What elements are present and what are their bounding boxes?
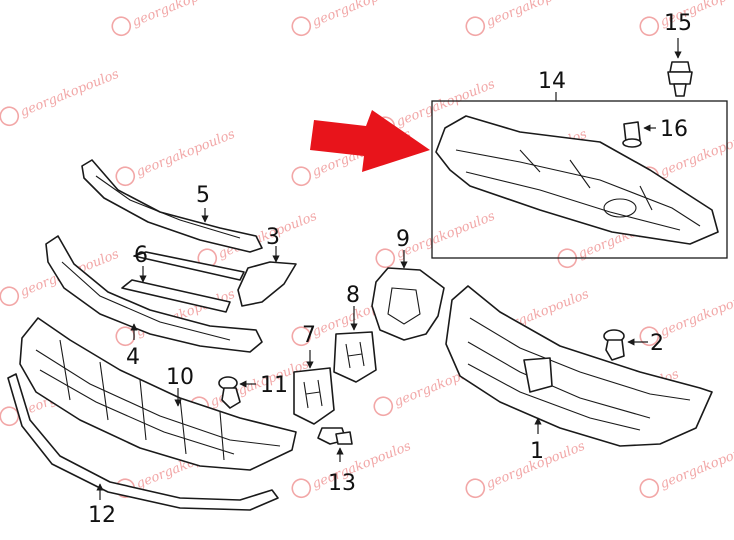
watermark: georgakopoulos <box>465 0 587 37</box>
watermark-logo-icon <box>115 166 136 187</box>
watermark-logo-icon <box>639 478 660 499</box>
watermark-text: georgakopoulos <box>658 287 734 340</box>
part-12-strip[interactable] <box>7 373 279 511</box>
watermark-logo-icon <box>291 16 312 37</box>
part-13-screw[interactable] <box>317 427 353 445</box>
watermark-logo-icon <box>0 286 20 307</box>
part-7-emblem[interactable] <box>293 367 335 425</box>
callout-14: 14 <box>538 69 566 94</box>
watermark-logo-icon <box>639 16 660 37</box>
watermark-text: georgakopoulos <box>310 439 413 492</box>
watermark-logo-icon <box>465 478 486 499</box>
callout-9: 9 <box>396 227 410 252</box>
callout-labels: 1 2 3 4 5 6 7 8 9 10 11 12 13 14 15 16 <box>88 11 692 528</box>
watermark-logo-icon <box>291 166 312 187</box>
watermark-logo-icon <box>0 106 20 127</box>
watermark: georgakopoulos <box>0 67 121 127</box>
watermark-text: georgakopoulos <box>18 67 121 120</box>
watermark: georgakopoulos <box>291 0 413 37</box>
watermark-logo-icon <box>557 248 578 269</box>
watermark-logo-icon <box>111 16 132 37</box>
part-1-grille-frame[interactable] <box>445 285 713 447</box>
watermark-text: georgakopoulos <box>658 439 734 492</box>
callout-6: 6 <box>134 243 148 268</box>
part-15-clip[interactable] <box>667 61 693 97</box>
callout-7: 7 <box>302 323 316 348</box>
watermark: georgakopoulos <box>115 127 237 187</box>
watermark-logo-icon <box>291 478 312 499</box>
watermark-text: georgakopoulos <box>134 127 237 180</box>
part-8-emblem[interactable] <box>333 331 377 383</box>
callout-8: 8 <box>346 283 360 308</box>
watermark-logo-icon <box>375 248 396 269</box>
callout-15: 15 <box>664 11 692 36</box>
callout-1: 1 <box>530 439 544 464</box>
watermark-logo-icon <box>291 326 312 347</box>
callout-10: 10 <box>166 365 194 390</box>
watermark-text: georgakopoulos <box>130 0 233 30</box>
part-9-emblem-base[interactable] <box>371 267 445 341</box>
part-3-trim[interactable] <box>237 261 297 307</box>
part-14-undercover[interactable] <box>435 115 719 245</box>
part-5-molding[interactable] <box>81 159 263 253</box>
callout-3: 3 <box>266 225 280 250</box>
watermark: georgakopoulos <box>465 439 587 499</box>
watermark: georgakopoulos <box>111 0 233 37</box>
highlight-arrow <box>310 110 430 172</box>
part-4-molding[interactable] <box>45 235 263 353</box>
leader-lines <box>96 38 682 500</box>
callout-13: 13 <box>328 471 356 496</box>
callout-4: 4 <box>126 345 140 370</box>
watermark-logo-icon <box>465 16 486 37</box>
part-10-grille[interactable] <box>19 317 297 471</box>
part-11-clip[interactable] <box>218 376 241 409</box>
callout-5: 5 <box>196 183 210 208</box>
callout-11: 11 <box>260 373 288 398</box>
part-16-grommet[interactable] <box>622 121 642 148</box>
part-2-clip[interactable] <box>603 329 625 361</box>
callout-12: 12 <box>88 503 116 528</box>
watermark: georgakopoulos <box>375 209 497 269</box>
part-14-frame <box>431 100 728 259</box>
part-6-strip[interactable] <box>121 251 245 313</box>
callout-2: 2 <box>650 331 664 356</box>
callout-16: 16 <box>660 117 688 142</box>
watermark-text: georgakopoulos <box>310 0 413 30</box>
watermark-text: georgakopoulos <box>484 0 587 30</box>
watermark-logo-icon <box>373 396 394 417</box>
watermark: georgakopoulos <box>639 439 734 499</box>
watermark-logo-icon <box>639 326 660 347</box>
